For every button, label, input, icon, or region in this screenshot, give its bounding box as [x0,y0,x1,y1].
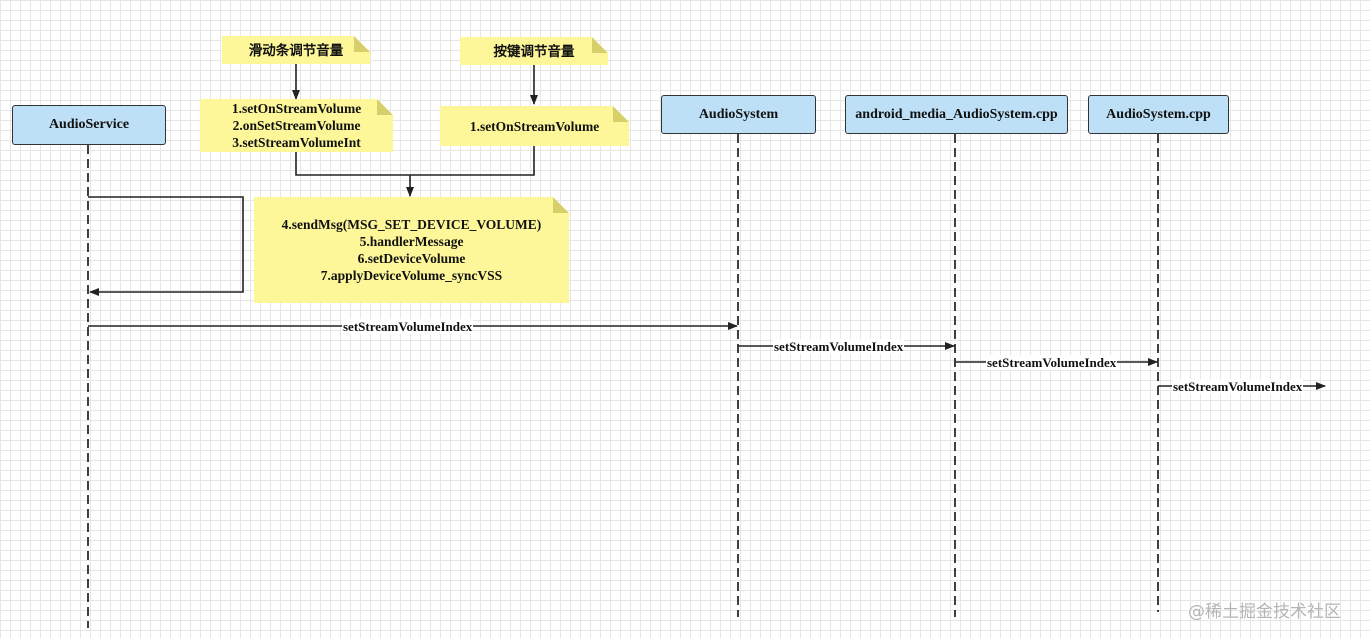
note-key-title: 按键调节音量 [460,37,608,65]
note-merge-steps: 4.sendMsg(MSG_SET_DEVICE_VOLUME) 5.handl… [254,197,569,303]
note-slider-steps: 1.setOnStreamVolume 2.onSetStreamVolume … [200,99,393,152]
watermark: @稀土掘金技术社区 [1188,602,1341,622]
self-call-loop [88,196,244,296]
note-key-title-text: 按键调节音量 [493,43,575,59]
participant-audiosystem: AudioSystem [661,95,816,134]
note-slider-step: 2.onSetStreamVolume [232,118,361,133]
note-merge-step: 7.applyDeviceVolume_syncVSS [320,268,503,283]
participant-audiosystem-cpp: AudioSystem.cpp [1088,95,1229,134]
connector-merge-branches [295,146,535,176]
note-slider-title-text: 滑动条调节音量 [248,42,344,58]
note-key-step: 1.setOnStreamVolume [469,118,600,134]
message-label-4: setStreamVolumeIndex [1172,379,1304,394]
note-key-steps: 1.setOnStreamVolume [440,106,629,146]
participant-android-media-cpp: android_media_AudioSystem.cpp [845,95,1068,134]
note-merge-step: 5.handlerMessage [359,234,464,249]
note-merge-step: 6.setDeviceVolume [357,251,466,266]
note-merge-step: 4.sendMsg(MSG_SET_DEVICE_VOLUME) [281,217,542,232]
message-label-2: setStreamVolumeIndex [773,339,905,354]
message-label-1: setStreamVolumeIndex [342,319,474,334]
participant-audioservice: AudioService [12,105,166,145]
note-slider-title: 滑动条调节音量 [222,36,370,64]
message-label-3: setStreamVolumeIndex [986,355,1118,370]
note-slider-step: 1.setOnStreamVolume [231,101,362,116]
note-slider-step: 3.setStreamVolumeInt [232,135,361,150]
